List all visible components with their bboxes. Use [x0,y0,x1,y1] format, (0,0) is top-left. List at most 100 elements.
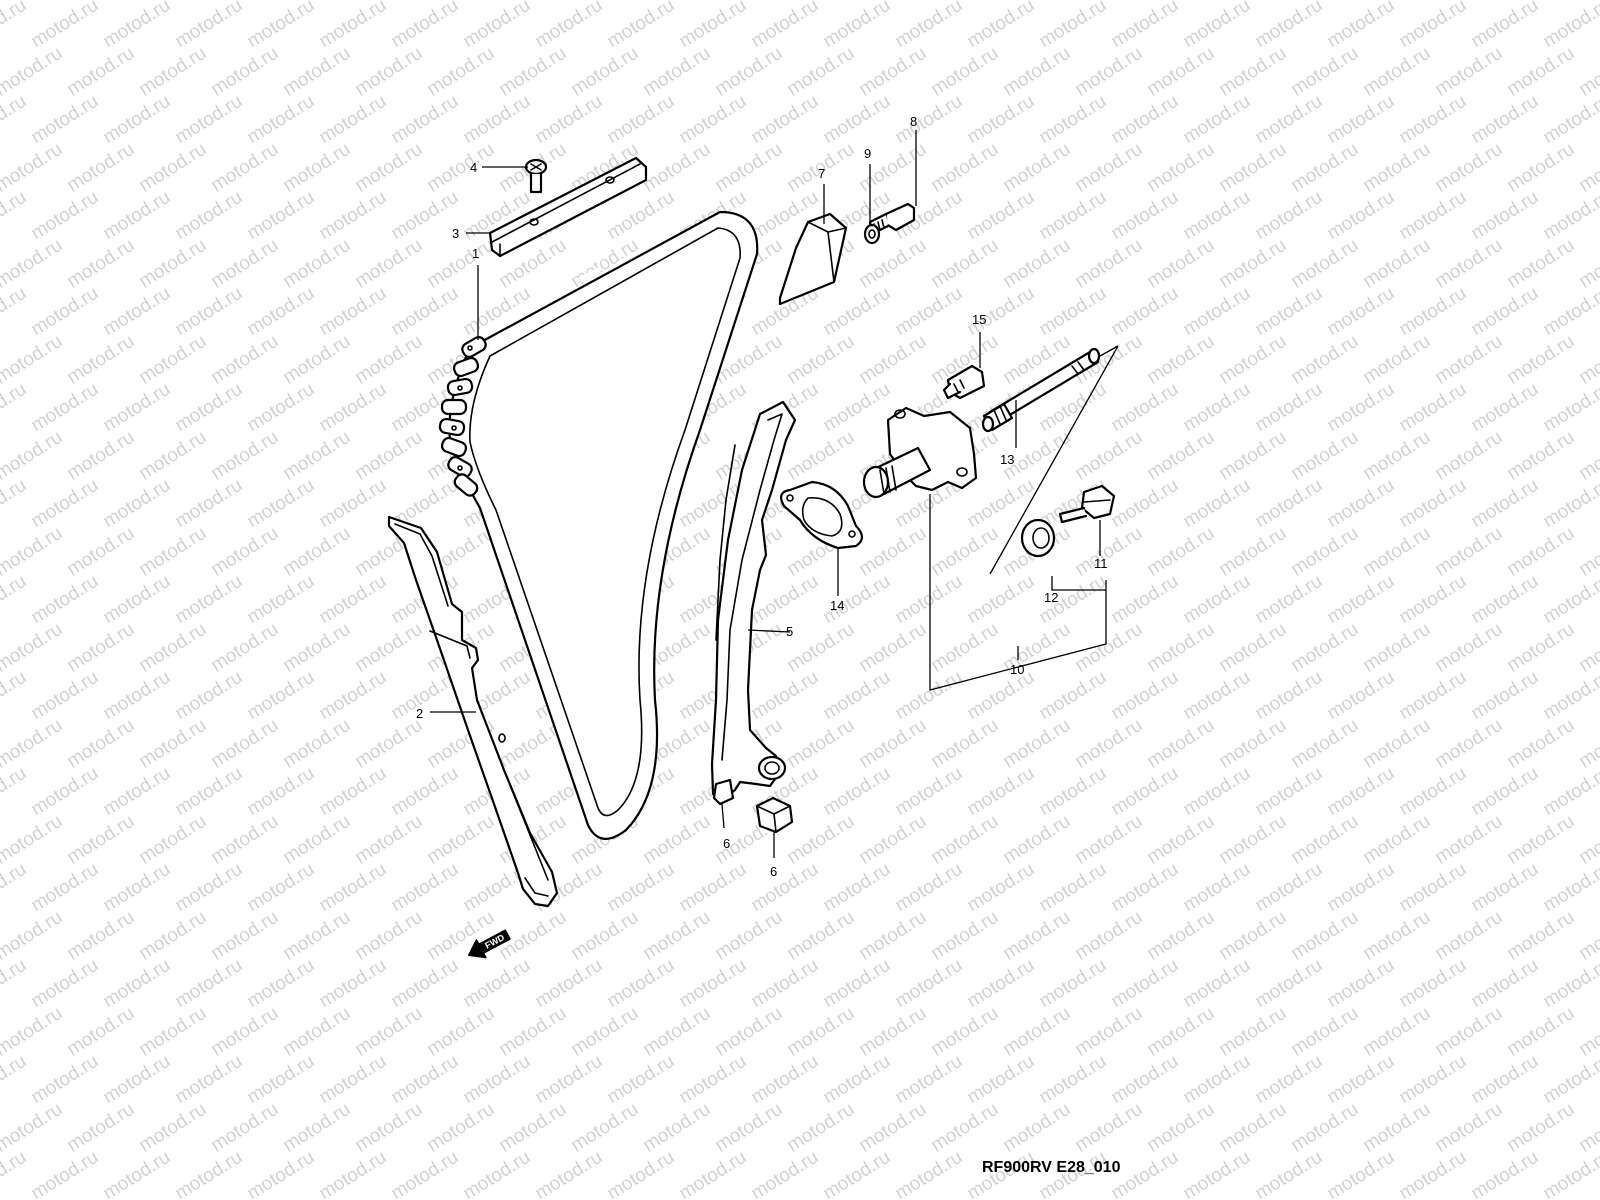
watermark-text: motod.ru [0,43,66,101]
watermark-text: motod.ru [1432,907,1507,965]
watermark-text: motod.ru [1036,859,1111,917]
watermark-text: motod.ru [964,667,1039,725]
watermark-text: motod.ru [1216,619,1291,677]
watermark-text: motod.ru [424,0,499,4]
watermark-text: motod.ru [64,907,139,965]
watermark-text: motod.ru [1540,91,1600,149]
watermark-text: motod.ru [1540,379,1600,437]
watermark-text: motod.ru [460,0,535,52]
watermark-text: motod.ru [1288,331,1363,389]
watermark-text: motod.ru [1144,811,1219,869]
part-5-tensioner-guide [710,400,797,806]
watermark-text: motod.ru [1072,619,1147,677]
watermark-text: motod.ru [1216,331,1291,389]
watermark-text: motod.ru [1360,43,1435,101]
watermark-text: motod.ru [316,91,391,149]
watermark-text: motod.ru [856,331,931,389]
watermark-text: motod.ru [280,523,355,581]
watermark-text: motod.ru [1072,1099,1147,1157]
watermark-text: motod.ru [568,907,643,965]
watermark-text: motod.ru [136,427,211,485]
watermark-text: motod.ru [244,0,319,52]
watermark-text: motod.ru [100,91,175,149]
watermark-text: motod.ru [640,1099,715,1157]
part-9-washer [863,223,881,245]
watermark-text: motod.ru [964,0,1039,52]
watermark-text: motod.ru [784,43,859,101]
watermark-text: motod.ru [388,859,463,917]
watermark-text: motod.ru [1000,811,1075,869]
watermark-text: motod.ru [1360,0,1435,4]
watermark-text: motod.ru [64,715,139,773]
watermark-text: motod.ru [1180,1147,1255,1200]
watermark-text: motod.ru [136,1099,211,1157]
watermark-text: motod.ru [1504,1003,1579,1061]
callout-14: 14 [830,598,844,613]
watermark-text: motod.ru [532,1051,607,1109]
watermark-text: motod.ru [532,955,607,1013]
watermark-text: motod.ru [1360,1099,1435,1157]
watermark-text: motod.ru [100,0,175,52]
watermark-text: motod.ru [352,907,427,965]
watermark-text: motod.ru [928,619,1003,677]
watermark-text: motod.ru [676,1147,751,1200]
watermark-text: motod.ru [1396,571,1471,629]
watermark-text: motod.ru [1576,523,1600,581]
watermark-text: motod.ru [892,763,967,821]
watermark-text: motod.ru [856,235,931,293]
watermark-text: motod.ru [208,619,283,677]
watermark-text: motod.ru [1432,43,1507,101]
assembly-10-bracket [929,345,1119,691]
watermark-text: motod.ru [1396,1051,1471,1109]
watermark-text: motod.ru [0,0,30,52]
watermark-text: motod.ru [208,907,283,965]
watermark-text: motod.ru [928,907,1003,965]
watermark-text: motod.ru [280,619,355,677]
watermark-text: motod.ru [892,283,967,341]
watermark-text: motod.ru [1540,955,1600,1013]
watermark-text: motod.ru [856,619,931,677]
watermark-text: motod.ru [1576,235,1600,293]
watermark-text: motod.ru [28,379,103,437]
watermark-text: motod.ru [0,475,30,533]
watermark-text: motod.ru [316,379,391,437]
watermark-text: motod.ru [244,763,319,821]
callout-13: 13 [1000,452,1014,467]
watermark-text: motod.ru [856,1099,931,1157]
watermark-text: motod.ru [1072,811,1147,869]
watermark-text: motod.ru [820,1051,895,1109]
watermark-text: motod.ru [28,571,103,629]
watermark-text: motod.ru [0,1099,66,1157]
watermark-text: motod.ru [1036,283,1111,341]
watermark-text: motod.ru [208,331,283,389]
watermark-text: motod.ru [532,91,607,149]
watermark-text: motod.ru [892,667,967,725]
watermark-text: motod.ru [1036,763,1111,821]
watermark-text: motod.ru [1144,1003,1219,1061]
watermark-text: motod.ru [0,811,66,869]
watermark-text: motod.ru [172,667,247,725]
watermark-text: motod.ru [1468,859,1543,917]
watermark-text: motod.ru [388,91,463,149]
watermark-text: motod.ru [280,43,355,101]
watermark-text: motod.ru [1216,715,1291,773]
watermark-text: motod.ru [1468,1051,1543,1109]
watermark-text: motod.ru [1576,43,1600,101]
watermark-text: motod.ru [964,1051,1039,1109]
watermark-text: motod.ru [64,0,139,4]
watermark-text: motod.ru [1072,427,1147,485]
watermark-text: motod.ru [1324,571,1399,629]
watermark-text: motod.ru [208,43,283,101]
watermark-text: motod.ru [28,667,103,725]
watermark-text: motod.ru [1288,715,1363,773]
watermark-text: motod.ru [1036,1051,1111,1109]
watermark-text: motod.ru [1396,859,1471,917]
watermark-text: motod.ru [388,283,463,341]
watermark-text: motod.ru [1252,283,1327,341]
watermark-text: motod.ru [352,715,427,773]
watermark-text: motod.ru [532,0,607,52]
watermark-text: motod.ru [1540,0,1600,52]
watermark-text: motod.ru [1432,715,1507,773]
watermark-text: motod.ru [1468,187,1543,245]
watermark-text: motod.ru [1144,619,1219,677]
